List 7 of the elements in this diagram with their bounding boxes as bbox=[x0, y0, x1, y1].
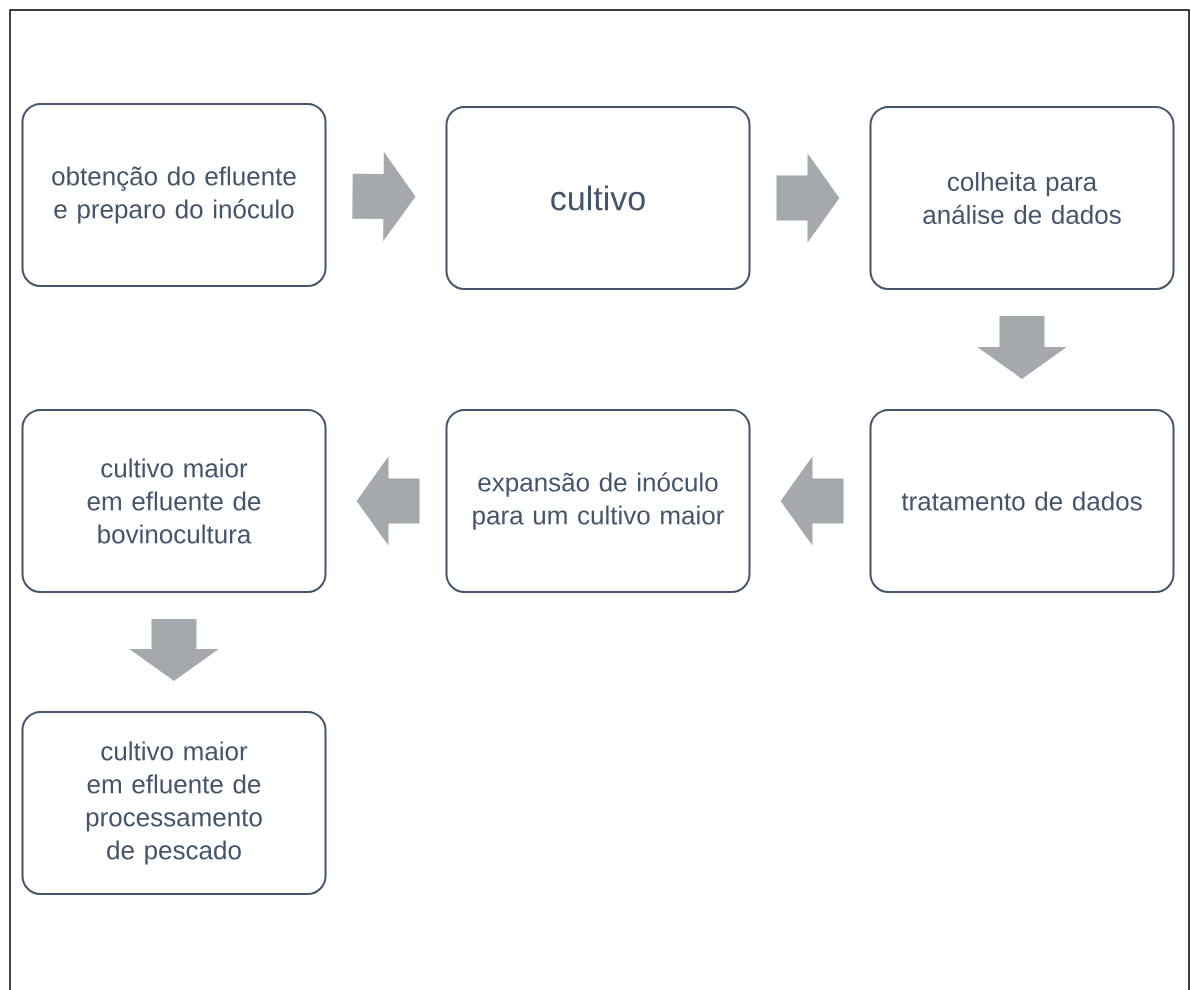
process-box: tratamento de dados bbox=[869, 409, 1175, 593]
process-box: obtenção do efluente e preparo do inóculo bbox=[21, 103, 327, 287]
process-box: cultivo maior em efluente de processamento de pescado bbox=[21, 711, 327, 895]
process-box: cultivo bbox=[445, 106, 751, 290]
process-box: colheita para análise de dados bbox=[869, 106, 1175, 290]
process-box: cultivo maior em efluente de bovinocultura bbox=[21, 409, 327, 593]
process-box: expansão de inóculo para um cultivo maior bbox=[445, 409, 751, 593]
